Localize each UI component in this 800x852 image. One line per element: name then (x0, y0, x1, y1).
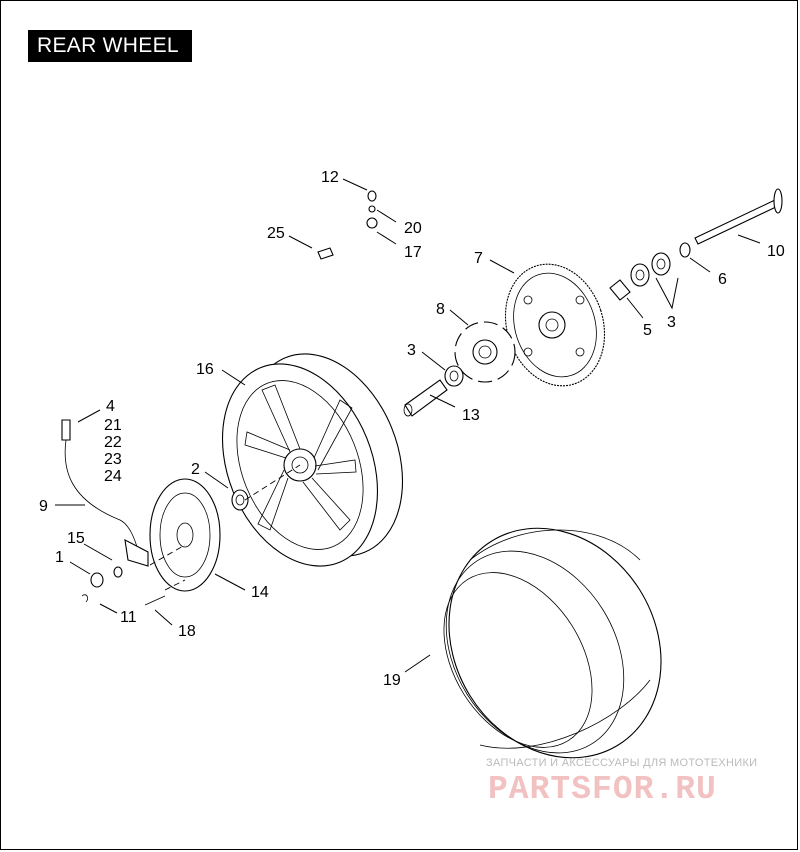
callout-11: 11 (120, 609, 137, 626)
callout-1: 1 (55, 549, 64, 566)
callout-13: 13 (462, 407, 480, 424)
callout-23: 23 (104, 451, 122, 468)
wheel (221, 353, 404, 567)
callout-2: 2 (191, 461, 200, 478)
watermark-logo: PARTSFOR.RU (488, 771, 717, 808)
callout-6: 6 (718, 271, 727, 288)
leader-lines (55, 178, 761, 673)
diagram-title: REAR WHEEL (28, 30, 192, 62)
callout-16: 16 (196, 361, 214, 378)
callout-17: 17 (404, 244, 422, 261)
axle-assembly (609, 188, 783, 301)
valve-stem-parts (317, 190, 378, 260)
callout-24: 24 (104, 468, 122, 485)
wheel-speed-sensor (61, 419, 166, 606)
callout-3-spacer-bearing: 3 (407, 342, 416, 359)
callout-12: 12 (321, 169, 339, 186)
sprocket (504, 263, 606, 387)
callout-5: 5 (643, 322, 652, 339)
callout-19: 19 (383, 672, 401, 689)
watermark: ЗАПЧАСТИ И АКСЕССУАРЫ ДЛЯ МОТОТЕХНИКИ PA… (486, 757, 786, 817)
callout-7: 7 (474, 250, 483, 267)
callout-4: 4 (106, 398, 115, 415)
callout-9: 9 (39, 498, 48, 515)
tire (443, 527, 662, 759)
callout-3-bearings: 3 (667, 314, 676, 331)
wheel-bearing (231, 489, 249, 511)
callout-15: 15 (67, 530, 85, 547)
brake-disc (149, 478, 221, 592)
callout-8: 8 (436, 301, 445, 318)
damper (454, 321, 516, 383)
callout-25: 25 (267, 225, 285, 242)
callout-14: 14 (251, 584, 269, 601)
callout-20: 20 (404, 220, 422, 237)
callout-21: 21 (104, 417, 122, 434)
callout-18: 18 (178, 623, 196, 640)
spacer (403, 365, 464, 417)
callout-10: 10 (767, 243, 785, 260)
callout-22: 22 (104, 434, 122, 451)
watermark-caption: ЗАПЧАСТИ И АКСЕССУАРЫ ДЛЯ МОТОТЕХНИКИ (486, 757, 758, 769)
